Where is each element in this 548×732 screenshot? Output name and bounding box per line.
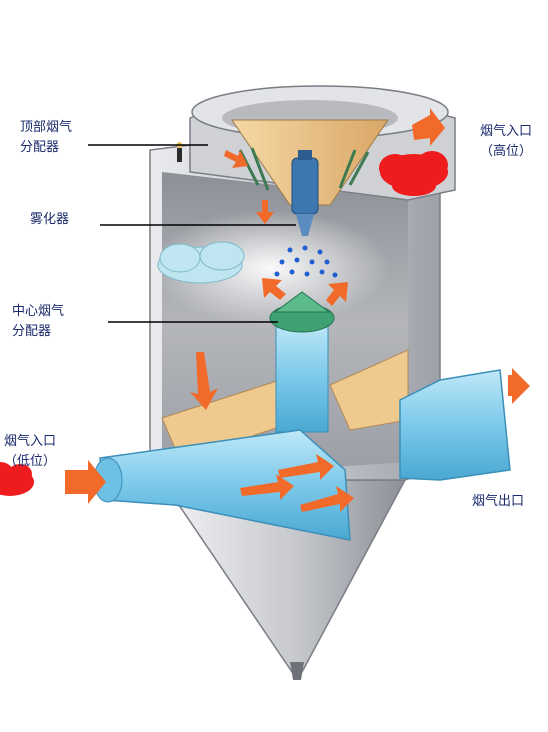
label-center-distributor: 中心烟气 分配器 xyxy=(12,304,65,339)
label-top-distributor: 顶部烟气 分配器 xyxy=(20,120,73,155)
arrow-outlet xyxy=(508,368,530,404)
center-riser xyxy=(275,321,329,433)
arrow-duct-2 xyxy=(240,474,294,500)
smoke-cloud-high xyxy=(379,151,448,196)
arrow-duct-3 xyxy=(300,486,354,512)
smoke-cloud-low xyxy=(0,462,34,496)
arrow-down-left xyxy=(190,352,218,410)
cone-outlet xyxy=(290,662,304,680)
leader-lines xyxy=(88,144,296,323)
spray-droplets xyxy=(274,245,338,278)
outlet-duct xyxy=(399,369,511,481)
atomizer-head xyxy=(296,214,314,236)
guide-vanes xyxy=(238,147,370,191)
atomizer-motor xyxy=(291,157,319,215)
flow-arrows xyxy=(65,108,530,512)
arrow-up-right xyxy=(326,282,348,306)
steam-cloud xyxy=(157,241,245,284)
arrow-up-left xyxy=(262,278,286,300)
arrow-top-left xyxy=(224,150,248,168)
arrow-inlet-low xyxy=(65,460,106,504)
arrow-high-in xyxy=(412,108,445,146)
arrow-top-down xyxy=(256,200,274,224)
label-inlet-high: 烟气入口 （高位） xyxy=(480,124,533,159)
label-atomizer: 雾化器 xyxy=(30,212,70,227)
label-inlet-low: 烟气入口 （低位） xyxy=(4,434,57,469)
label-outlet: 烟气出口 xyxy=(472,494,525,509)
arrow-duct-1 xyxy=(278,454,334,480)
